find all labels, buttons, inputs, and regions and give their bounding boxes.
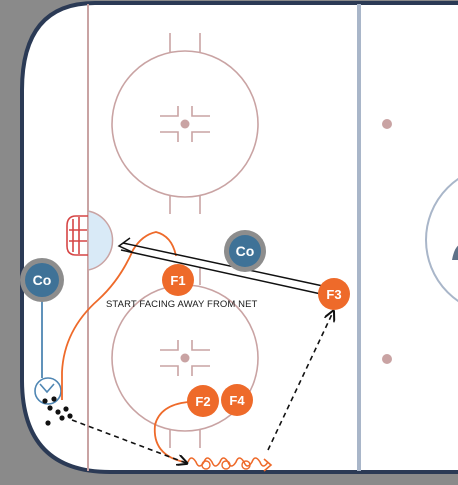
pass-line-pucks-to-weave: [71, 419, 186, 463]
center-mark: [452, 245, 458, 260]
pass-line-weave-to-f3: [267, 312, 333, 451]
neutral-dot-bottom: [382, 354, 392, 364]
player-f2: F2: [187, 385, 219, 417]
center-circle: [425, 177, 458, 303]
drill-note: START FACING AWAY FROM NET: [106, 299, 258, 310]
faceoff-circle-top: [111, 33, 259, 214]
coach-pivot-arrow: [39, 383, 55, 394]
coach-pivot-circle: [34, 377, 62, 405]
f1-skate-path: [61, 231, 177, 400]
player-f4: F4: [221, 384, 253, 416]
neutral-dot-top: [382, 119, 392, 129]
player-f3: F3: [318, 278, 350, 310]
coach-left-marker: Co: [20, 258, 64, 302]
puck-pile: [42, 396, 73, 426]
faceoff-dot-bottom: [180, 353, 190, 363]
f3-shot-line: [117, 237, 324, 295]
goal-crease: [87, 210, 114, 271]
goal-net: [66, 215, 88, 256]
faceoff-dot-top: [180, 119, 190, 129]
coach-left-label: Co: [25, 263, 59, 297]
coach-mid-marker: Co: [224, 230, 266, 272]
coach-mid-label: Co: [229, 235, 261, 267]
player-f1: F1: [162, 264, 194, 296]
weave-loops: [201, 460, 251, 470]
weave-end-arrow: [263, 458, 273, 472]
